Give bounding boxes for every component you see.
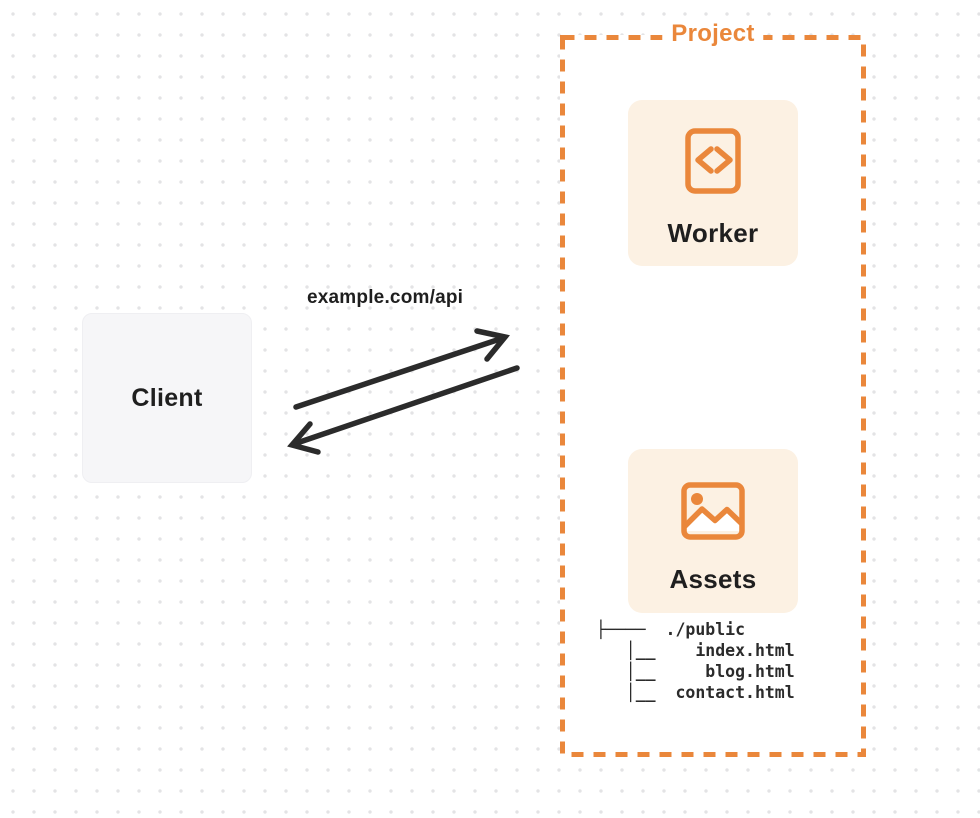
assets-node: Assets: [628, 449, 798, 613]
project-label: Project: [662, 19, 764, 48]
client-node: Client: [82, 313, 252, 483]
project-boundary: Project Worker Assets ├──── ./public │__…: [560, 19, 866, 757]
image-icon: [681, 482, 745, 540]
file-tree-line: │__ blog.html: [596, 662, 795, 681]
project-dashed-border: [560, 35, 866, 757]
worker-label: Worker: [667, 218, 759, 248]
client-label: Client: [131, 383, 203, 412]
assets-label: Assets: [669, 564, 757, 594]
worker-node: Worker: [628, 100, 798, 266]
code-file-icon: [685, 128, 741, 194]
file-tree: ├──── ./public │__ index.html │__ blog.h…: [596, 619, 795, 703]
file-tree-line: │__ index.html: [596, 641, 795, 660]
file-tree-line: ├──── ./public: [596, 620, 746, 639]
request-url-label: example.com/api: [307, 287, 464, 308]
file-tree-line: │__ contact.html: [596, 683, 795, 702]
response-arrow: [287, 365, 520, 455]
request-arrow: [293, 328, 510, 410]
